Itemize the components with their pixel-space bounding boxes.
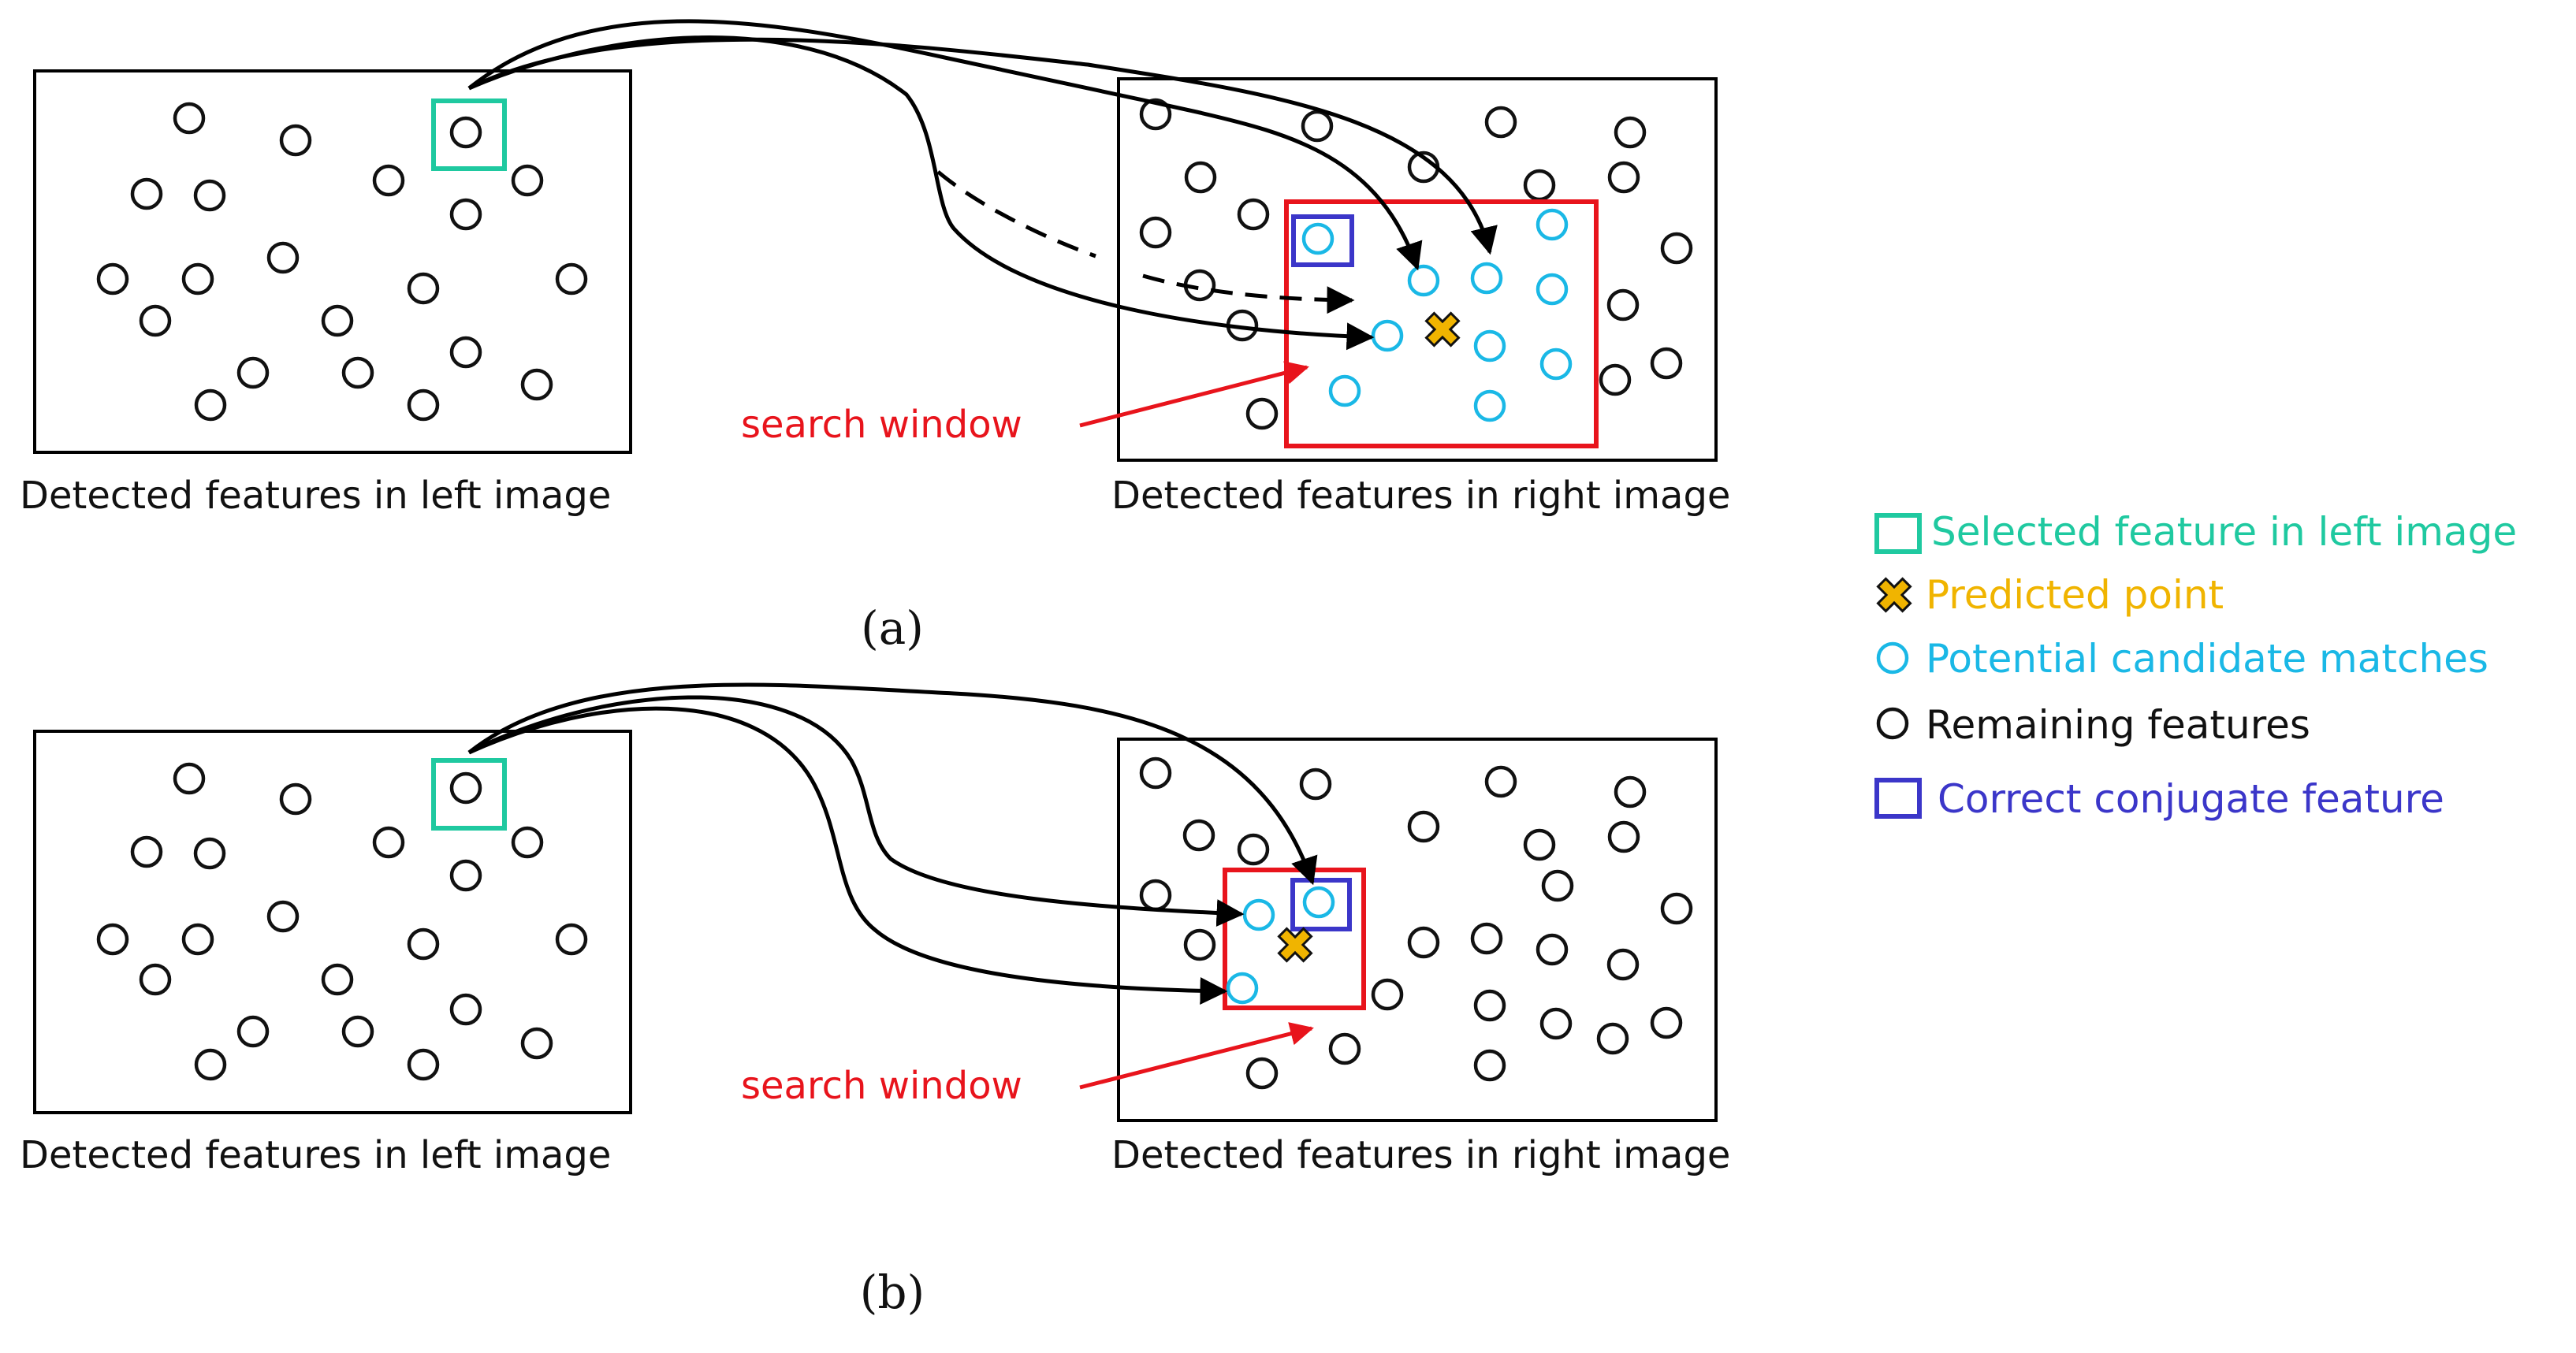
right-remaining-features <box>1139 756 1693 1090</box>
legend-item-remaining: Remaining features <box>1876 702 2310 748</box>
blue-square-icon <box>1874 778 1922 819</box>
predicted-point-icon <box>1277 927 1313 963</box>
search-window-label: search window <box>741 1064 1022 1108</box>
left-features <box>96 762 588 1081</box>
legend-item-selected: Selected feature in left image <box>1874 509 2517 555</box>
search-window-label: search window <box>741 403 1022 447</box>
cyan-circle-icon <box>1876 641 1909 675</box>
predicted-point-icon <box>1424 311 1461 348</box>
right-image-frame <box>1117 738 1718 1122</box>
right-image-caption: Detected features in right image <box>1111 474 1730 518</box>
left-image-frame <box>33 730 632 1114</box>
right-image-caption: Detected features in right image <box>1111 1133 1730 1177</box>
candidate-matches <box>1226 886 1335 1005</box>
panel-a: search window Detected features in left … <box>20 19 1730 655</box>
panel-label: (a) <box>861 601 924 655</box>
legend-label: Remaining features <box>1926 702 2310 748</box>
legend-label: Predicted point <box>1926 572 2224 618</box>
legend-item-correct: Correct conjugate feature <box>1874 776 2444 822</box>
teal-square-icon <box>1874 513 1922 554</box>
right-image-frame <box>1117 77 1718 462</box>
left-image-caption: Detected features in left image <box>20 474 611 518</box>
selected-feature-box <box>431 758 507 831</box>
selected-feature-box <box>431 99 507 171</box>
search-window <box>1284 199 1599 448</box>
search-window-pointer <box>1079 1022 1314 1090</box>
correct-conjugate-box <box>1291 214 1354 267</box>
candidate-matches <box>1301 208 1573 422</box>
legend-label: Selected feature in left image <box>1931 509 2517 555</box>
legend-item-predicted: Predicted point <box>1876 572 2224 618</box>
black-circle-icon <box>1876 707 1909 740</box>
panel-label: (b) <box>860 1266 925 1319</box>
legend-label: Correct conjugate feature <box>1938 776 2444 822</box>
right-remaining-features <box>1139 98 1693 430</box>
match-arrows <box>467 19 1498 351</box>
legend-item-candidates: Potential candidate matches <box>1876 636 2489 682</box>
legend: Selected feature in left image Predicted… <box>1874 509 2517 822</box>
left-image-frame <box>33 69 632 454</box>
correct-conjugate-box <box>1290 878 1352 931</box>
match-arrows <box>467 682 1318 1005</box>
search-window-pointer <box>1079 361 1309 428</box>
left-features <box>96 102 588 422</box>
panel-b: search window Detected features in left … <box>20 682 1730 1319</box>
orange-x-icon <box>1876 577 1912 613</box>
legend-label: Potential candidate matches <box>1926 636 2489 682</box>
left-image-caption: Detected features in left image <box>20 1133 611 1177</box>
